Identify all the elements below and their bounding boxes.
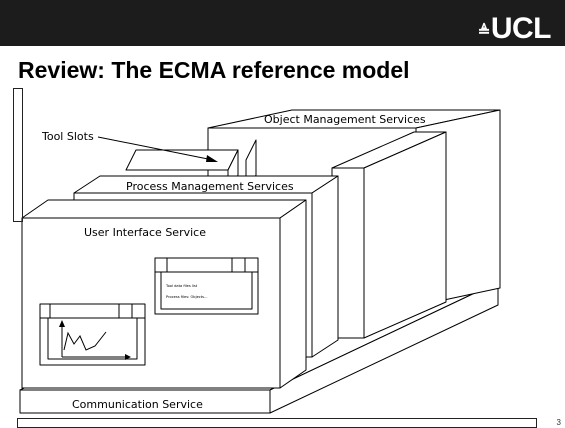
label-user-interface: User Interface Service [84,226,206,239]
header-bar: ≜UCL [0,0,565,46]
tool-slot-1-top [125,149,239,171]
tool-slots-pointer [97,136,209,160]
label-communication: Communication Service [72,398,203,411]
text-window-inner [160,271,253,310]
text-window-line-2: Process files: Objects... [166,295,207,299]
slide-title: Review: The ECMA reference model [18,57,410,83]
uis-right [279,199,307,389]
label-tool-slots: Tool Slots [41,130,94,143]
label-object-management: Object Management Services [264,113,426,126]
tool-slot-3-right [363,131,447,339]
mini-chart-x-arrow [125,354,131,360]
uis-top [21,199,307,219]
bottom-frame-bar [17,418,537,428]
mini-chart-line [63,331,107,351]
text-window-line-1: Tool data files list [165,284,198,288]
mini-chart-y-arrow [59,320,65,327]
label-process-management: Process Management Services [126,180,294,193]
left-frame-bracket [13,88,23,222]
tool-slots-pointer-arrow-icon [206,155,218,162]
pms-right [311,175,339,358]
comm-base-front [19,389,271,414]
page-number: 3 [556,418,561,427]
ucl-logo-mark-icon: ≜ [477,23,491,40]
ucl-logo: ≜UCL [477,12,552,45]
ucl-logo-text: UCL [490,12,552,45]
